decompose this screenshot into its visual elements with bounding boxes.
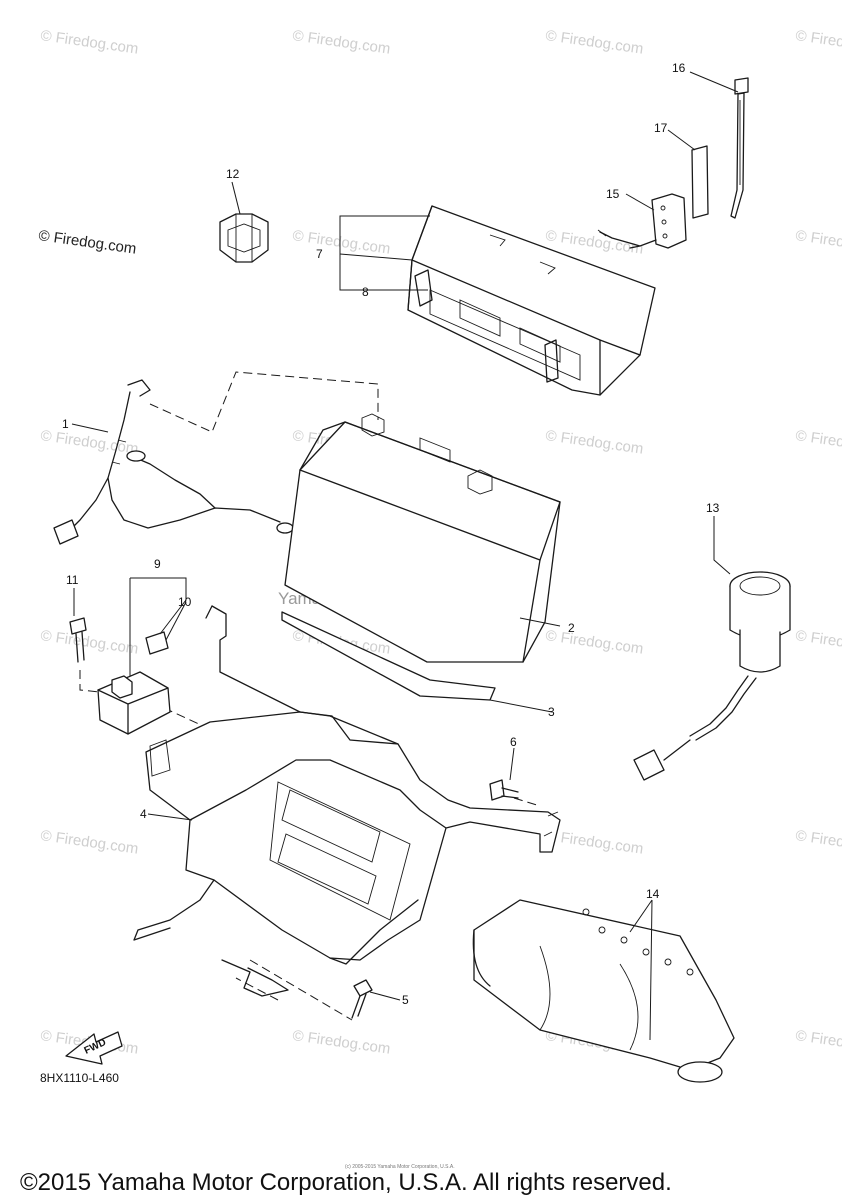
part-sensor	[597, 193, 687, 249]
part-bolt-5	[351, 979, 373, 1019]
part-clamp	[219, 213, 269, 263]
watermark-text: © Firedog.com	[544, 27, 644, 58]
part-wire-lead	[53, 379, 294, 545]
watermark-text: © Firedog.com	[39, 427, 139, 458]
callout-14: 14	[646, 887, 660, 901]
diagram-code: 8HX1110-L460	[40, 1071, 119, 1085]
callout-13: 13	[706, 501, 720, 515]
watermark-text: © Firedog.com	[794, 827, 842, 858]
part-battery-box	[133, 605, 561, 997]
callout-1: 1	[62, 417, 69, 431]
footer-copyright: ©2015 Yamaha Motor Corporation, U.S.A. A…	[20, 1169, 672, 1196]
callout-17: 17	[654, 121, 668, 135]
callout-11: 11	[66, 573, 79, 587]
callout-4: 4	[140, 807, 147, 821]
callout-16: 16	[672, 61, 686, 75]
watermark-text: © Firedog.com	[544, 627, 644, 658]
callout-12: 12	[226, 167, 240, 181]
callout-15: 15	[606, 187, 620, 201]
watermark-text: © Firedog.com	[794, 1027, 842, 1058]
part-protector	[472, 899, 735, 1083]
watermark-text: © Firedog.com	[794, 627, 842, 658]
callout-9: 9	[154, 557, 161, 571]
callout-5: 5	[402, 993, 409, 1007]
watermark-text: © Firedog.com	[39, 27, 139, 58]
callout-7: 7	[316, 247, 323, 261]
watermark-text: © Firedog.com	[794, 227, 842, 258]
part-battery-cover	[407, 205, 656, 396]
watermark-text: © Firedog.com	[794, 427, 842, 458]
watermark-text: © Firedog.com	[544, 427, 644, 458]
watermark-text: © Firedog.com	[544, 827, 644, 858]
watermark-text: © Firedog.com	[291, 1027, 391, 1058]
part-battery	[284, 413, 561, 663]
watermark-text: © Firedog.com	[794, 27, 842, 58]
connection-lines	[79, 371, 541, 1021]
part-cable-tie	[730, 77, 749, 219]
part-strap	[414, 269, 559, 383]
callout-3: 3	[548, 705, 555, 719]
callout-6: 6	[510, 735, 517, 749]
callout-10: 10	[178, 595, 192, 609]
callout-2: 2	[568, 621, 575, 635]
leader-lines	[71, 71, 739, 1041]
watermark-text: © Firedog.com	[291, 27, 391, 58]
fwd-arrow-icon: FWD	[65, 1031, 123, 1065]
part-bolt-11	[69, 617, 87, 663]
watermark-text-dark: © Firedog.com	[37, 227, 137, 258]
watermark-text: © Firedog.com	[291, 227, 391, 258]
part-power-socket	[633, 571, 791, 781]
part-bolt-6	[489, 779, 519, 801]
part-pad	[691, 145, 709, 219]
part-relay	[97, 631, 171, 735]
callout-numbers: 1 2 3 4 5 6 7 8 9 10 11 12 13 14 15 16 1…	[62, 61, 720, 1007]
watermark-text: © Firedog.com	[39, 627, 139, 658]
watermark-text: © Firedog.com	[39, 827, 139, 858]
callout-8: 8	[362, 285, 369, 299]
small-copyright-notice: (c) 2005-2015 Yamaha Motor Corporation, …	[345, 1164, 455, 1170]
